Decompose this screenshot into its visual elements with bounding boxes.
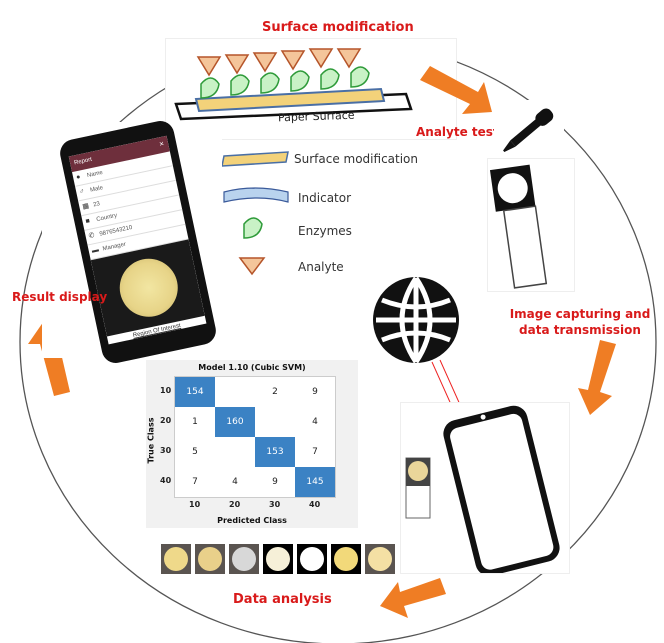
image-capture-label: Image capturing and data transmission xyxy=(509,307,651,337)
close-icon[interactable]: ✕ xyxy=(158,141,165,149)
matrix-ytick: 20 xyxy=(160,416,172,425)
data-analysis-label: Data analysis xyxy=(233,592,332,607)
sample-disc xyxy=(114,253,184,323)
sample-disc xyxy=(365,544,395,574)
matrix-cell: 4 xyxy=(312,417,318,427)
matrix-ytick: 10 xyxy=(160,386,172,395)
sample-disc xyxy=(331,544,361,574)
analyte-testing-label: Analyte testing xyxy=(416,125,520,139)
arrow-to-analysis xyxy=(380,578,446,618)
matrix-cell: 9 xyxy=(272,477,278,487)
gender-icon: ♂ xyxy=(78,188,86,197)
field-value: Manager xyxy=(102,241,127,253)
matrix-xtick: 30 xyxy=(269,500,281,509)
matrix-cell: 5 xyxy=(192,447,198,457)
matrix-cell: 160 xyxy=(215,407,255,437)
field-value: Male xyxy=(89,185,104,194)
sample-disc xyxy=(297,544,327,574)
matrix-xtick: 40 xyxy=(309,500,321,509)
matrix-cell: 153 xyxy=(255,437,295,467)
legend-label-enzymes: Enzymes xyxy=(298,224,352,238)
matrix-cell: 4 xyxy=(232,477,238,487)
matrix-cell: 7 xyxy=(312,447,318,457)
phone-icon: ✆ xyxy=(88,231,96,241)
legend-icons xyxy=(222,151,289,276)
matrix-cell: 7 xyxy=(192,477,198,487)
legend-label-surface: Surface modification xyxy=(294,152,419,166)
surface-modification-title: Surface modification xyxy=(262,20,414,35)
matrix-title: Model 1.10 (Cubic SVM) xyxy=(198,363,306,372)
matrix-cell: 9 xyxy=(312,387,318,397)
field-value: Country xyxy=(95,212,118,224)
legend-label-analyte: Analyte xyxy=(298,260,344,274)
person-icon: ● xyxy=(75,173,82,182)
matrix-cell: 154 xyxy=(175,377,215,407)
arrow-to-analyte xyxy=(420,66,492,114)
capture-phone-panel xyxy=(400,402,570,576)
globe-icon xyxy=(373,276,459,364)
arrow-to-capture xyxy=(578,340,616,415)
sample-disc xyxy=(161,544,191,574)
matrix-ytick: 40 xyxy=(160,476,172,485)
matrix-xtick: 10 xyxy=(189,500,201,509)
result-display-label: Result display xyxy=(12,290,108,304)
test-strip-panel xyxy=(487,158,575,292)
calendar-icon: ▦ xyxy=(81,202,90,211)
app-header-title: Report xyxy=(73,156,93,167)
matrix-yticks: 10 20 30 40 xyxy=(146,376,174,496)
flag-icon: ■ xyxy=(84,217,91,226)
legend-label-indicator: Indicator xyxy=(298,191,352,205)
matrix-xlabel: Predicted Class xyxy=(217,516,287,525)
capture-phone xyxy=(405,405,560,576)
matrix-ytick: 30 xyxy=(160,446,172,455)
confusion-matrix-panel: Model 1.10 (Cubic SVM) True Class Predic… xyxy=(146,360,358,528)
dropper-icon xyxy=(494,100,564,160)
sample-disc-row xyxy=(161,544,401,578)
matrix-cell xyxy=(255,407,295,437)
paper-surface-illustration xyxy=(174,48,413,121)
test-strip-icon xyxy=(489,164,548,289)
matrix-cell: 145 xyxy=(295,467,335,497)
matrix-xticks: 10 20 30 40 xyxy=(174,498,334,512)
sample-disc xyxy=(195,544,225,574)
field-value: Name xyxy=(86,169,104,180)
matrix-grid: 154 2 9 1 160 4 5 153 7 7 4 9 145 xyxy=(174,376,336,498)
field-value: 23 xyxy=(92,201,101,209)
surface-schematic-panel xyxy=(165,38,457,140)
card-icon: ▬ xyxy=(91,246,100,255)
matrix-cell: 2 xyxy=(272,387,278,397)
sample-disc xyxy=(263,544,293,574)
matrix-xtick: 20 xyxy=(229,500,241,509)
matrix-cell xyxy=(215,437,255,467)
matrix-cell xyxy=(215,377,255,407)
matrix-cell: 1 xyxy=(192,417,198,427)
legend-panel: Surface modification Indicator Enzymes A… xyxy=(218,140,454,280)
sample-disc xyxy=(229,544,259,574)
